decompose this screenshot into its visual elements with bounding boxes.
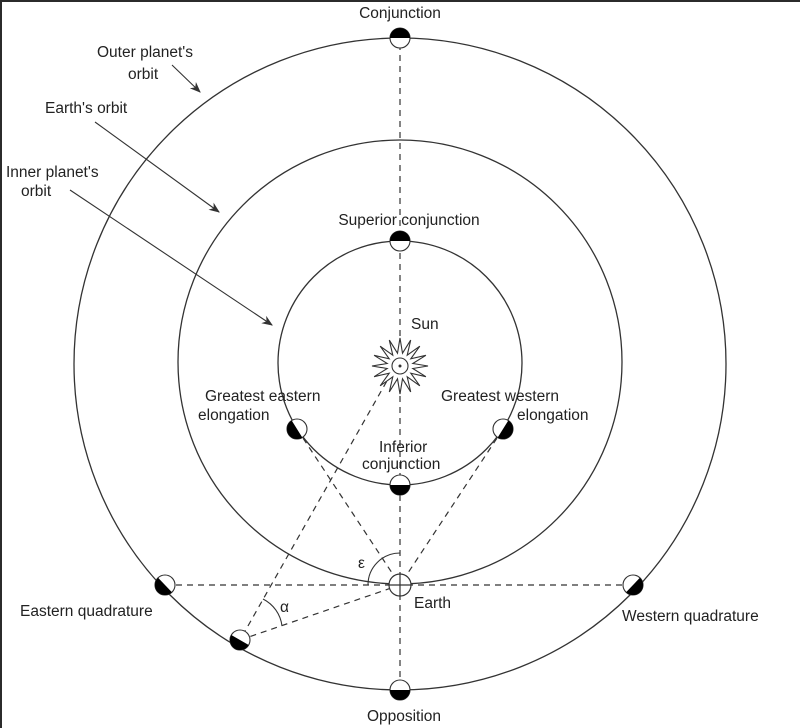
sun-icon	[371, 337, 429, 395]
inner-orbit-label-1: Inner planet's	[6, 164, 99, 181]
eastern-quadrature-label: Eastern quadrature	[20, 603, 153, 620]
greatest-western-elongation-label-2: elongation	[517, 407, 589, 424]
western-quadrature-planet-icon	[622, 574, 644, 596]
epsilon-label: ε	[358, 555, 365, 572]
inferior-conjunction-label-1: Inferior	[379, 439, 427, 456]
western-elongation-sightline	[399, 428, 504, 586]
eastern-quadrature-planet-icon	[154, 574, 176, 596]
superior-conjunction-label: Superior conjunction	[338, 212, 479, 229]
western-quadrature-label: Western quadrature	[622, 608, 759, 625]
outer-orbit-label-2: orbit	[128, 66, 159, 83]
inferior-conjunction-shadow	[390, 485, 410, 495]
eastern-elongation-sightline	[296, 428, 401, 586]
earth-planet-line	[239, 584, 401, 641]
outer-planet-alpha-shadow	[229, 635, 249, 651]
inner-orbit-label-2: orbit	[21, 183, 52, 200]
earth-icon	[388, 573, 412, 597]
greatest-eastern-elongation-shadow	[286, 420, 303, 440]
outer-orbit-arrow	[171, 64, 201, 93]
greatest-eastern-elongation-label-2: elongation	[198, 407, 270, 424]
opposition-shadow	[390, 690, 410, 700]
outer-planet-alpha-planet-icon	[229, 629, 251, 651]
inner-orbit-arrow	[69, 189, 273, 326]
greatest-eastern-elongation-planet-icon	[286, 418, 308, 440]
conjunction-shadow	[390, 28, 410, 38]
epsilon-arc	[367, 552, 401, 586]
earth-orbit-arrow	[94, 121, 220, 213]
conjunction-planet-icon	[389, 27, 411, 49]
inferior-conjunction-label-2: conjunction	[362, 456, 440, 473]
inferior-conjunction-planet-icon	[389, 474, 411, 496]
opposition-label: Opposition	[367, 708, 441, 725]
greatest-western-elongation-planet-icon	[492, 418, 514, 440]
sun-label: Sun	[411, 316, 439, 333]
greatest-western-elongation-label-1: Greatest western	[441, 388, 559, 405]
opposition-planet-icon	[389, 679, 411, 701]
earth-label: Earth	[414, 595, 451, 612]
western-quadrature-shadow	[626, 577, 644, 596]
alpha-label: α	[280, 599, 289, 616]
superior-conjunction-planet-icon	[389, 230, 411, 252]
alpha-arc	[262, 598, 283, 627]
earth-orbit-label: Earth's orbit	[45, 100, 128, 117]
conjunction-label: Conjunction	[359, 5, 441, 22]
outer-orbit-label-1: Outer planet's	[97, 44, 193, 61]
eastern-quadrature-shadow	[154, 577, 172, 596]
superior-conjunction-shadow	[390, 231, 410, 241]
greatest-western-elongation-shadow	[497, 420, 514, 440]
greatest-eastern-elongation-label-1: Greatest eastern	[205, 388, 320, 405]
sun-planet-line	[239, 371, 393, 641]
